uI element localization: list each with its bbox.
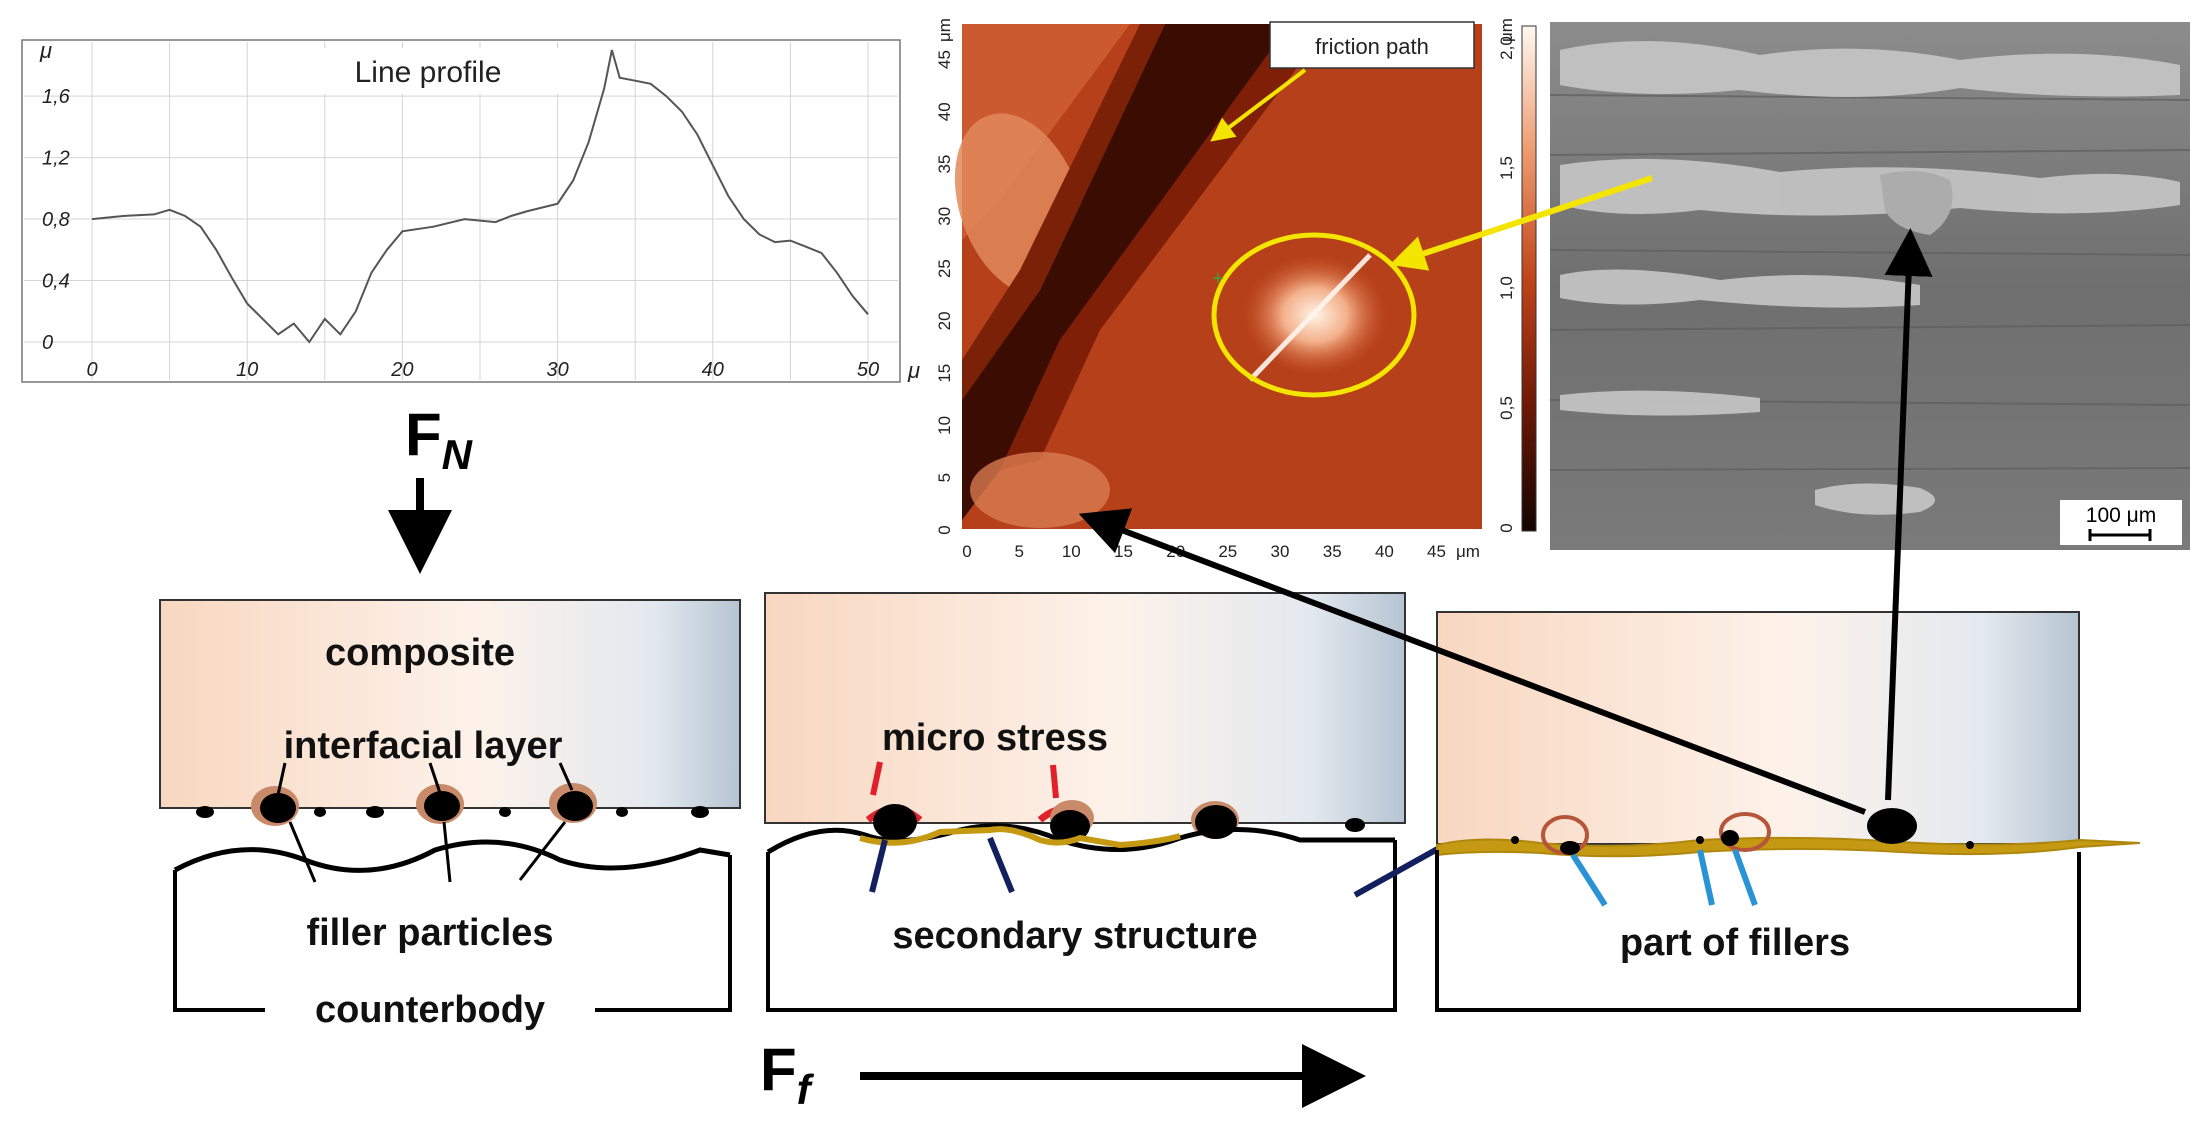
arrow-to-sem (1884, 228, 1933, 801)
afm-y-tick: 30 (935, 207, 954, 226)
interfacial-layer-label: interfacial layer (284, 725, 563, 767)
afm-y-tick: 25 (935, 259, 954, 278)
afm-y-tick: 45 (935, 50, 954, 69)
micro-stress-label: micro stress (882, 717, 1108, 759)
counterbody-surface-2 (766, 823, 1395, 855)
callout-arrow (1210, 68, 1307, 142)
afm-x-unit: μm (1456, 542, 1480, 561)
x-tick-label: 10 (236, 359, 258, 381)
panel-running-in: micro stress secondary structure (764, 592, 1452, 1012)
friction-force: Ff (760, 1036, 1366, 1113)
y-tick-labels: 0 0,4 0,8 1,2 1,6 (42, 86, 71, 354)
counterbody-label-bg (265, 988, 595, 1032)
scalebar-label: 100 μm (2086, 504, 2156, 527)
afm-x-tick: 25 (1218, 542, 1237, 561)
sem-micrograph: 100 μm (1549, 22, 2191, 550)
x-tick-label: 0 (86, 359, 97, 381)
composite-label: composite (325, 632, 515, 674)
scalebar-box (2060, 500, 2182, 545)
colorbar-tick: 1,0 (1497, 276, 1516, 300)
colorbar-tick: 2,0 (1497, 36, 1516, 60)
sem-wear-debris (1560, 41, 2180, 515)
afm-x-tick: 30 (1271, 542, 1290, 561)
afm-x-tick: 45 (1427, 542, 1446, 561)
panel-initial-contact: composite interfacial layer filler parti… (159, 599, 741, 1032)
x-tick-label: 40 (702, 359, 724, 381)
afm-y-tick: 5 (935, 473, 954, 482)
colorbar-unit: μm (1497, 18, 1516, 42)
x-unit-label: μ (907, 358, 920, 383)
profile-line (91, 49, 869, 344)
colorbar-tick: 0 (1497, 523, 1516, 532)
chart-title: Line profile (355, 56, 502, 89)
y-tick-label: 0,8 (42, 209, 70, 231)
composite-block-3 (1436, 611, 2080, 845)
filler-particles-3 (1511, 808, 1974, 855)
line-profile-chart: Line profile μ μ 0 0,4 0,8 1,2 1,6 0 10 20 30 40… (21, 38, 920, 383)
y-tick-label: 0 (42, 332, 53, 354)
chart-title-box (295, 48, 561, 94)
afm-scratch-line (1248, 253, 1372, 382)
filler-particles (196, 783, 709, 826)
friction-groove-edge-right (1000, 24, 1330, 470)
afm-y-tick: 40 (935, 102, 954, 121)
colorbar-tick: 0,5 (1497, 396, 1516, 420)
afm-y-tick-labels: 0 5 10 15 20 25 30 35 40 45 (935, 50, 954, 535)
composite-block (159, 599, 741, 809)
filler-particles-label: filler particles (306, 912, 553, 954)
afm-x-tick: 0 (962, 542, 971, 561)
chart-gridlines (24, 42, 898, 380)
counterbody-block-2 (766, 840, 1397, 1012)
profile-series (91, 49, 869, 344)
panel-steady-state: part of fillers (1435, 611, 2141, 1012)
x-tick-label: 30 (546, 359, 568, 381)
afm-x-tick: 15 (1114, 542, 1133, 561)
secondary-structure-film (859, 826, 1181, 849)
y-tick-label: 1,6 (42, 86, 71, 108)
afm-y-tick: 10 (935, 416, 954, 435)
x-tick-labels: 0 10 20 30 40 50 (86, 359, 879, 381)
colorbar-tick: 1,5 (1497, 156, 1516, 180)
normal-force-label: FN (405, 401, 474, 478)
afm-x-tick: 5 (1014, 542, 1023, 561)
part-of-fillers-label: part of fillers (1620, 922, 1850, 964)
y-tick-label: 0,4 (42, 271, 70, 293)
x-tick-label: 50 (857, 359, 879, 381)
particle-highlight-ring (1211, 232, 1417, 398)
normal-force: FN (388, 401, 474, 574)
afm-y-tick: 0 (935, 525, 954, 534)
afm-y-unit: μm (935, 18, 954, 42)
afm-y-tick: 20 (935, 311, 954, 330)
friction-groove-edge (962, 24, 1165, 400)
counterbody-label: counterbody (315, 989, 545, 1031)
secondary-structure-link (1353, 839, 1452, 898)
afm-y-tick: 35 (935, 155, 954, 174)
y-tick-label: 1,2 (42, 148, 70, 170)
afm-topography: + friction path 0 5 10 15 20 25 30 35 40 45 0 5 10 1… (935, 18, 1537, 561)
afm-colorbar (1521, 25, 1537, 532)
colorbar-tick-labels: 0 0,5 1,0 1,5 2,0 (1497, 36, 1516, 533)
x-tick-label: 20 (390, 359, 413, 381)
arrow-to-afm (1078, 508, 1867, 815)
afm-x-tick: 40 (1375, 542, 1394, 561)
afm-crosshair: + (1212, 268, 1224, 290)
composite-block-2 (764, 592, 1406, 824)
afm-x-tick: 10 (1062, 542, 1081, 561)
afm-x-tick: 35 (1323, 542, 1342, 561)
counterbody-surface (173, 839, 731, 873)
correlation-arrow (1389, 175, 1653, 271)
afm-y-tick: 15 (935, 364, 954, 383)
secondary-structure-label: secondary structure (892, 915, 1257, 957)
transfer-film (1436, 836, 2141, 858)
friction-force-label: Ff (760, 1036, 815, 1113)
friction-path-callout-box (1269, 21, 1475, 69)
counterbody-block-3 (1435, 850, 2081, 1012)
sem-texture (1549, 94, 2191, 471)
y-unit-label: μ (39, 38, 52, 63)
afm-light-patch-bottom (970, 452, 1110, 528)
friction-path-callout: friction path (1315, 34, 1429, 59)
